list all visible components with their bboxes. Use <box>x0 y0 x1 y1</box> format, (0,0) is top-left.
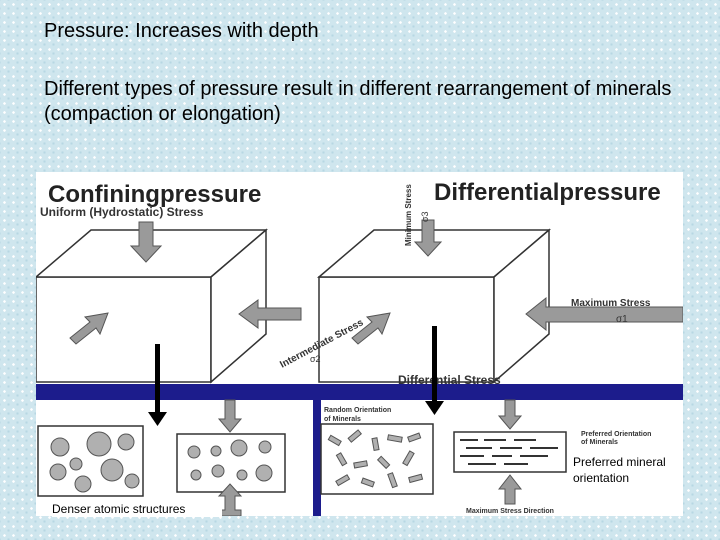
right-cube-arrows <box>351 219 684 345</box>
minerals-before <box>49 431 140 493</box>
differential-stress-label: Differential Stress <box>398 373 501 387</box>
figure-band-horizontal <box>36 384 683 400</box>
minerals-preferred <box>460 439 558 465</box>
pointer-arrows <box>148 326 444 426</box>
compression-arrows-right <box>497 399 523 505</box>
caption-preferred-orientation: Preferred mineral orientation <box>573 454 683 486</box>
compression-arrows-left <box>217 399 243 517</box>
differential-pressure-heading: Differentialpressure <box>434 179 661 206</box>
sigma1-label: σ1 <box>616 314 628 325</box>
slide-body-text: Different types of pressure result in di… <box>44 78 672 125</box>
uniform-stress-label: Uniform (Hydrostatic) Stress <box>40 205 204 219</box>
left-cube-arrows <box>69 221 302 345</box>
pressure-diagram: Confiningpressure Uniform (Hydrostatic) … <box>33 172 684 517</box>
preferred-orientation-label: Preferred Orientation <box>581 431 651 438</box>
minimum-stress-label: Minimum Stress <box>404 184 413 246</box>
right-cube <box>316 228 552 384</box>
figure-band-vertical <box>313 384 321 516</box>
sigma3-label: σ3 <box>420 211 430 222</box>
maximum-stress-label: Maximum Stress <box>571 298 651 309</box>
max-stress-direction-label: Maximum Stress Direction <box>466 508 554 515</box>
random-orientation-label-2: of Minerals <box>324 416 361 423</box>
confining-pressure-heading: Confiningpressure <box>48 181 261 208</box>
random-orientation-label: Random Orientation <box>324 407 391 414</box>
sigma2-label: σ2 <box>310 354 321 364</box>
mineral-box-preferred <box>453 431 567 473</box>
preferred-orientation-label-2: of Minerals <box>581 439 618 446</box>
slide-title: Pressure: Increases with depth <box>44 20 319 42</box>
minerals-compressed <box>187 439 273 482</box>
minerals-random <box>327 429 424 489</box>
caption-denser-structures: Denser atomic structures <box>52 501 222 517</box>
